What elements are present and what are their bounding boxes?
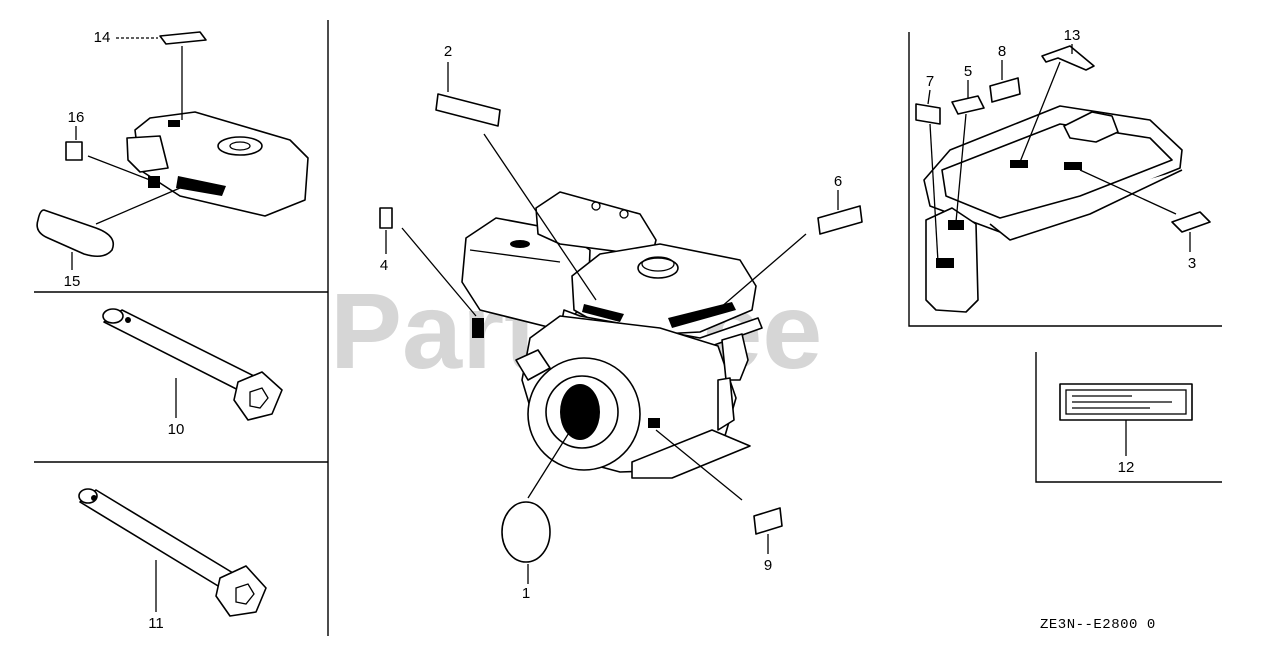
label-9 [655,429,783,535]
callout-8: 8 [998,43,1006,60]
callout-2: 2 [444,43,452,60]
label-4 [379,207,477,317]
label-13 [1019,45,1095,163]
label-3 [1079,169,1211,233]
callout-1: 1 [522,585,530,602]
label-16 [65,141,151,181]
callout-14: 14 [94,29,111,46]
fuel-tank [923,105,1183,313]
callout-11: 11 [148,615,164,632]
label-14 [116,31,207,120]
callout-3: 3 [1188,255,1196,272]
wrench-11 [78,488,267,617]
label-6 [719,205,863,309]
label-2 [435,93,597,301]
label-1 [501,427,573,563]
air-cleaner-cover [126,111,309,217]
label-8 [989,77,1021,103]
diagram-code: ZE3N--E2800 0 [1040,617,1156,633]
callout-5: 5 [964,63,972,80]
callout-10: 10 [168,421,185,438]
label-12-plate [1059,383,1193,456]
section-dividers [34,20,1222,636]
engine-assembly [461,191,763,479]
callout-13: 13 [1064,27,1081,44]
label-7 [915,103,941,263]
callout-15: 15 [64,273,81,290]
callout-9: 9 [764,557,772,574]
callout-4: 4 [380,257,388,274]
callout-16: 16 [68,109,85,126]
wrench-10 [102,308,283,421]
label-15 [36,187,181,258]
label-5 [951,95,985,223]
callout-7: 7 [926,73,934,90]
callout-6: 6 [834,173,842,190]
callout-12: 12 [1118,459,1135,476]
callout-numbers: 1 2 3 4 5 6 7 8 9 10 11 12 13 14 15 16 [64,27,1197,632]
